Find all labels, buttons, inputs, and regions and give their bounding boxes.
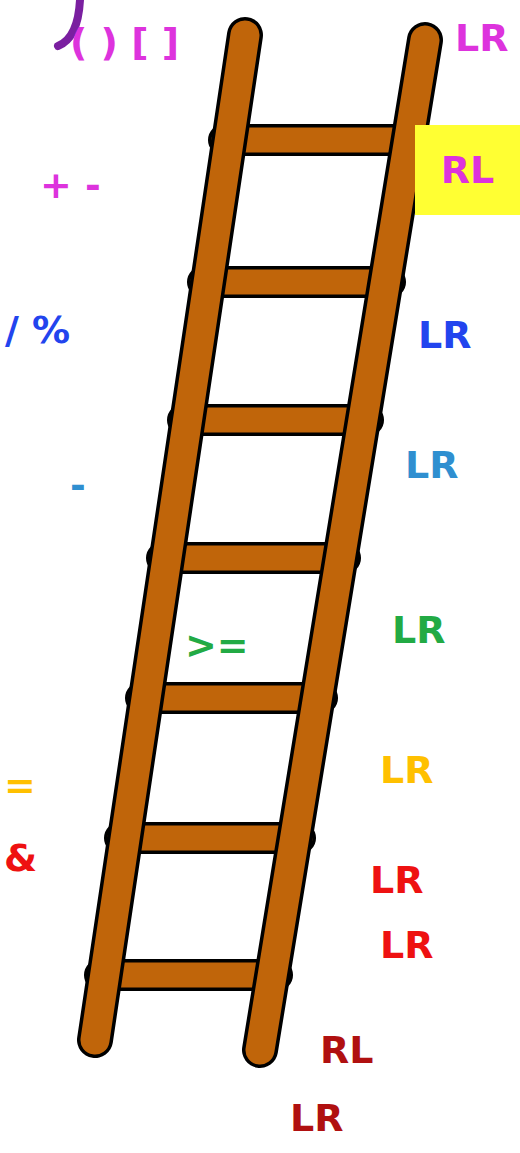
associativity-label: LR (290, 1096, 343, 1140)
operator-text: - (70, 463, 86, 507)
highlight-box: RL (415, 125, 520, 215)
associativity-label: LR (370, 858, 423, 902)
associativity-label: LR (380, 748, 433, 792)
operator-text: + - (40, 163, 101, 207)
associativity-label: LR (418, 313, 471, 357)
operator-text: & (4, 836, 37, 880)
associativity-label: LR (392, 608, 445, 652)
operator-text: ( ) [ ] (70, 20, 179, 64)
associativity-label: RL (441, 148, 494, 192)
associativity-label: LR (455, 16, 508, 60)
associativity-label: LR (405, 443, 458, 487)
operator-text: = (4, 763, 36, 807)
ladder-rungs (100, 140, 414, 975)
operator-text: >= (185, 623, 249, 667)
ladder-rails (95, 35, 425, 1050)
associativity-label: LR (380, 923, 433, 967)
operator-text: / % (5, 308, 70, 352)
associativity-label: RL (320, 1028, 373, 1072)
